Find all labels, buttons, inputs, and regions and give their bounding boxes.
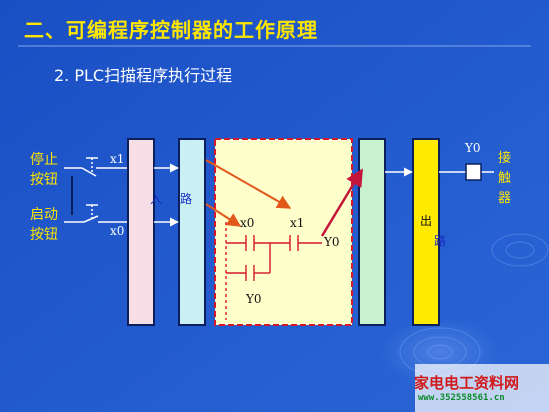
input-image-register: [178, 138, 206, 326]
ladder-coil-y0-label: Y0: [324, 235, 340, 249]
ladder-contact-x0-label: x0: [240, 216, 255, 230]
watermark-title: 家电电工资料网: [414, 374, 520, 392]
output-stage-char1: 出: [420, 214, 433, 228]
output-stage-char2: 路: [434, 234, 447, 248]
start-button-label-line1: 启动: [30, 207, 58, 223]
input-terminal-block: [127, 138, 155, 326]
input-x1-label: x1: [110, 152, 125, 166]
output-image-register: [358, 138, 386, 326]
ladder-rung: [225, 222, 322, 320]
read-x0-arrow: [205, 203, 242, 227]
watermark-url: www.352558561.cn: [418, 393, 505, 403]
user-program-area: [214, 138, 353, 326]
input-x0-label: x0: [110, 224, 125, 238]
stop-button-label-line2: 按钮: [30, 172, 58, 188]
output-y0-label: Y0: [465, 141, 481, 155]
start-button-label-line2: 按钮: [30, 227, 58, 243]
flow-arrows: [154, 163, 413, 227]
read-x1-arrow: [205, 159, 292, 209]
output-latch-block: [412, 138, 440, 326]
slide-subtitle: 2. PLC扫描程序执行过程: [54, 66, 233, 85]
ladder-contact-x1-label: x1: [290, 216, 305, 230]
watermark-panel: [415, 364, 549, 412]
write-y0-arrow: [320, 168, 364, 237]
contactor-label-char2: 触: [498, 171, 512, 186]
slide-title: 二、可编程序控制器的工作原理: [24, 18, 318, 42]
contactor-coil: [465, 163, 482, 181]
contactor-label-char1: 接: [498, 151, 512, 166]
contactor-label-char3: 器: [498, 191, 512, 206]
ladder-hold-y0-label: Y0: [246, 292, 262, 306]
input-stage-char2: 路: [180, 192, 193, 206]
input-wiring: [64, 157, 128, 223]
stop-button-label-line1: 停止: [30, 152, 58, 168]
input-stage-char1: 入: [150, 192, 163, 206]
